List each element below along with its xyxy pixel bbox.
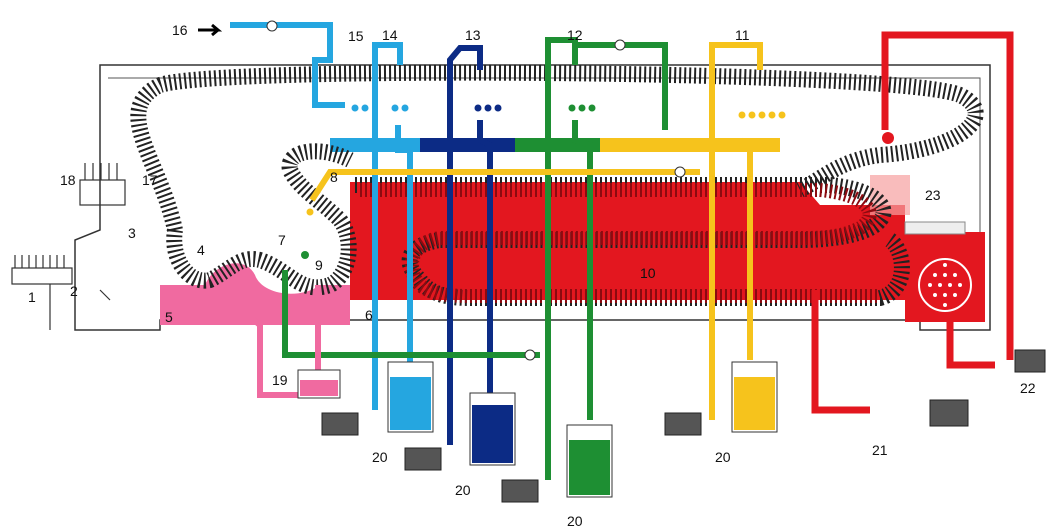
label-22: 22 [1020, 380, 1036, 396]
label-3: 3 [128, 225, 136, 241]
label-2: 2 [70, 283, 78, 299]
label-21: 21 [872, 442, 888, 458]
label-10: 10 [640, 265, 656, 281]
label-8: 8 [330, 169, 338, 185]
label-19: 19 [272, 372, 288, 388]
arrow-right-icon [198, 25, 218, 35]
label-18: 18 [60, 172, 76, 188]
label-23: 23 [925, 187, 941, 203]
spray-nozzles-light-blue [352, 105, 409, 112]
label-20-d: 20 [715, 449, 731, 465]
label-7: 7 [278, 232, 286, 248]
label-16: 16 [172, 22, 188, 38]
label-5: 5 [165, 309, 173, 325]
label-14: 14 [382, 27, 398, 43]
label-1: 1 [28, 289, 36, 305]
label-17: 17 [142, 172, 158, 188]
spray-nozzle-red [882, 132, 894, 144]
trough-dark-blue [420, 138, 515, 152]
label-6: 6 [365, 307, 373, 323]
label-11: 11 [735, 27, 750, 43]
label-4: 4 [197, 242, 205, 258]
tank-light-blue [388, 362, 433, 432]
label-20-c: 20 [567, 513, 583, 529]
label-20-b: 20 [455, 482, 471, 498]
label-9: 9 [315, 257, 323, 273]
label-20-a: 20 [372, 449, 388, 465]
tank-cover [905, 222, 965, 234]
label-12: 12 [567, 27, 583, 43]
label-15: 15 [348, 28, 364, 44]
tank-green [567, 425, 612, 497]
tank-pink-19 [298, 370, 340, 398]
label-13: 13 [465, 27, 481, 43]
tank-dark-blue [470, 393, 515, 465]
spray-nozzles-dark-blue [475, 105, 502, 112]
tank-yellow [732, 362, 777, 432]
